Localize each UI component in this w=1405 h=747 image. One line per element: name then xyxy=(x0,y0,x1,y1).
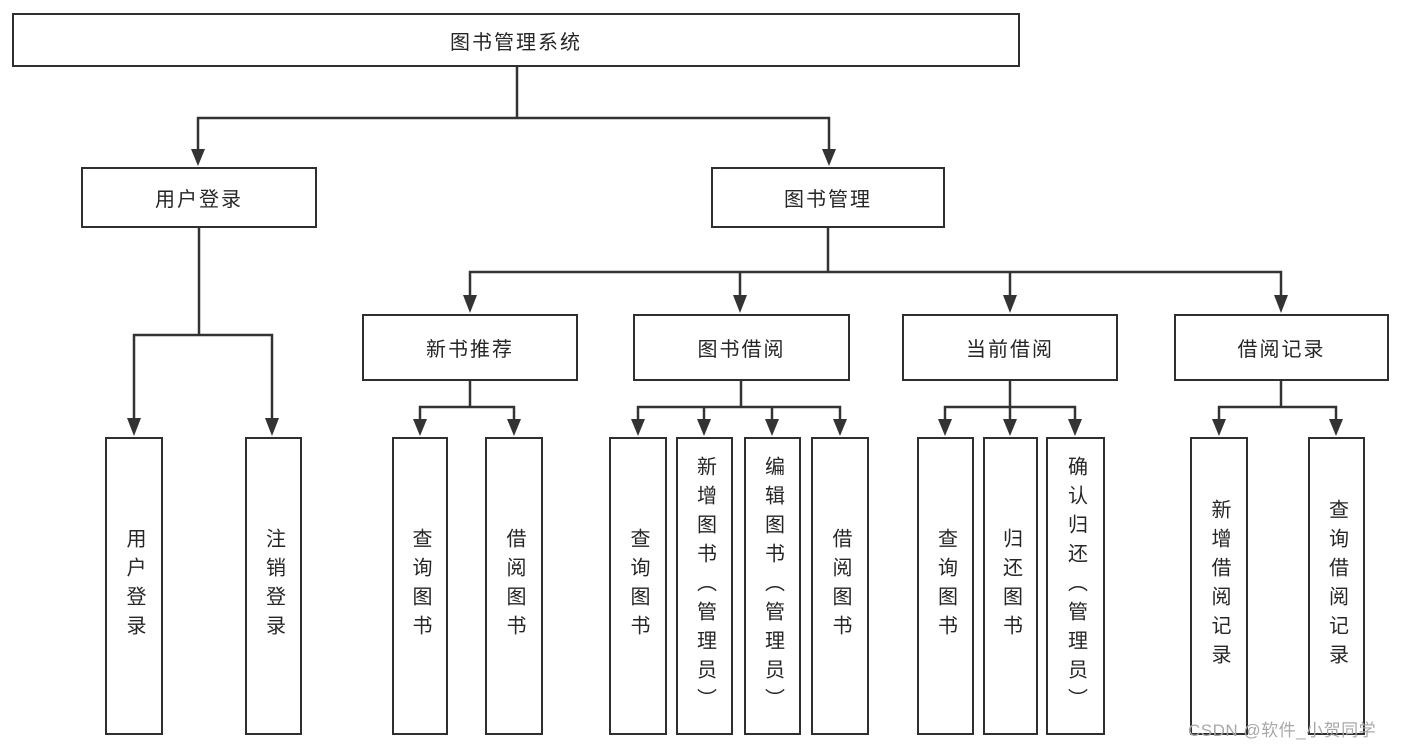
arrowhead-down-icon xyxy=(765,419,779,436)
leaf-borrow-books: 借阅图书 xyxy=(811,437,869,735)
arrowhead-down-icon xyxy=(463,295,477,313)
arrowhead-down-icon xyxy=(1068,419,1082,436)
arrowhead-down-icon xyxy=(733,295,747,313)
arrowhead-down-icon xyxy=(507,419,521,436)
node-borrowing-records: 借阅记录 xyxy=(1174,314,1389,381)
connector-new-book-to-leaves xyxy=(418,379,516,423)
node-current-borrowing: 当前借阅 xyxy=(902,314,1118,381)
arrowhead-down-icon xyxy=(822,149,836,166)
connector-user-login-to-leaves xyxy=(132,226,274,423)
leaf-query-books: 查询图书 xyxy=(392,437,448,735)
node-new-book-recommendation: 新书推荐 xyxy=(362,314,578,381)
connector-book-borrow-to-leaves xyxy=(636,379,842,423)
arrowhead-down-icon xyxy=(1003,419,1017,436)
arrowhead-down-icon xyxy=(1003,295,1017,313)
arrowhead-down-icon xyxy=(127,418,141,436)
connector-book-management-to-level3 xyxy=(468,226,1283,299)
arrowhead-down-icon xyxy=(1212,419,1226,436)
node-user-login: 用户登录 xyxy=(81,167,317,228)
leaf-add-book-admin: 新增图书（管理员） xyxy=(676,437,733,735)
arrowhead-down-icon xyxy=(697,419,711,436)
node-book-borrowing: 图书借阅 xyxy=(633,314,850,381)
node-book-management: 图书管理 xyxy=(711,167,945,228)
arrowhead-down-icon xyxy=(938,419,952,436)
node-library-system: 图书管理系统 xyxy=(12,13,1020,67)
arrowhead-down-icon xyxy=(191,149,205,166)
leaf-query-borrow-record: 查询借阅记录 xyxy=(1308,437,1365,735)
connector-borrow-records-to-leaves xyxy=(1217,379,1338,423)
leaf-query-books: 查询图书 xyxy=(917,437,974,735)
arrowhead-down-icon xyxy=(1329,419,1343,436)
leaf-return-books: 归还图书 xyxy=(983,437,1038,735)
csdn-watermark: CSDN @软件_小贺同学 xyxy=(1188,721,1377,740)
leaf-logout: 注销登录 xyxy=(245,437,302,735)
arrowhead-down-icon xyxy=(1274,295,1288,313)
leaf-edit-book-admin: 编辑图书（管理员） xyxy=(744,437,801,735)
leaf-user-login: 用户登录 xyxy=(105,437,163,735)
leaf-query-books: 查询图书 xyxy=(609,437,667,735)
arrowhead-down-icon xyxy=(265,418,279,436)
connector-root-to-level2 xyxy=(196,65,831,153)
arrowhead-down-icon xyxy=(631,419,645,436)
connector-current-borrow-to-leaves xyxy=(943,379,1077,423)
arrowhead-down-icon xyxy=(833,419,847,436)
leaf-confirm-return-admin: 确认归还（管理员） xyxy=(1046,437,1105,735)
leaf-borrow-books: 借阅图书 xyxy=(485,437,543,735)
arrowhead-down-icon xyxy=(413,419,427,436)
leaf-add-borrow-record: 新增借阅记录 xyxy=(1190,437,1248,735)
